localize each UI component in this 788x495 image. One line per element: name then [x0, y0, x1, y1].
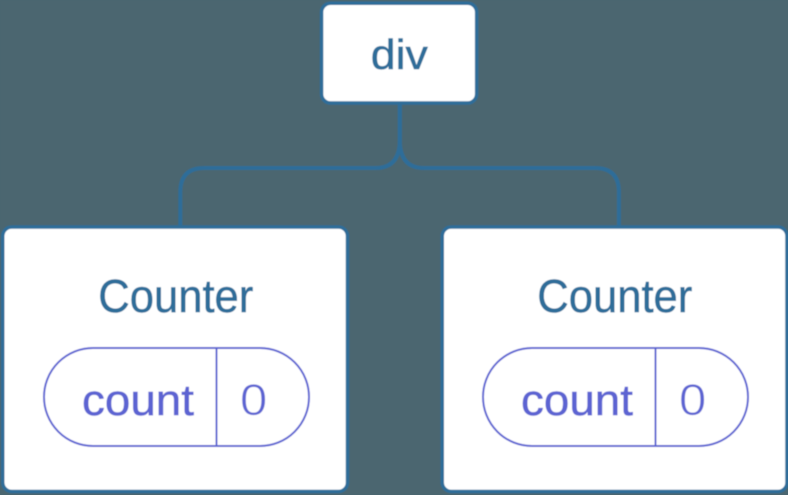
- svg-text:Counter: Counter: [537, 270, 692, 322]
- svg-text:count: count: [82, 377, 194, 425]
- svg-text:div: div: [371, 31, 428, 78]
- svg-text:0: 0: [679, 376, 707, 425]
- svg-text:count: count: [521, 377, 633, 425]
- svg-text:Counter: Counter: [98, 270, 253, 322]
- svg-text:0: 0: [240, 376, 268, 425]
